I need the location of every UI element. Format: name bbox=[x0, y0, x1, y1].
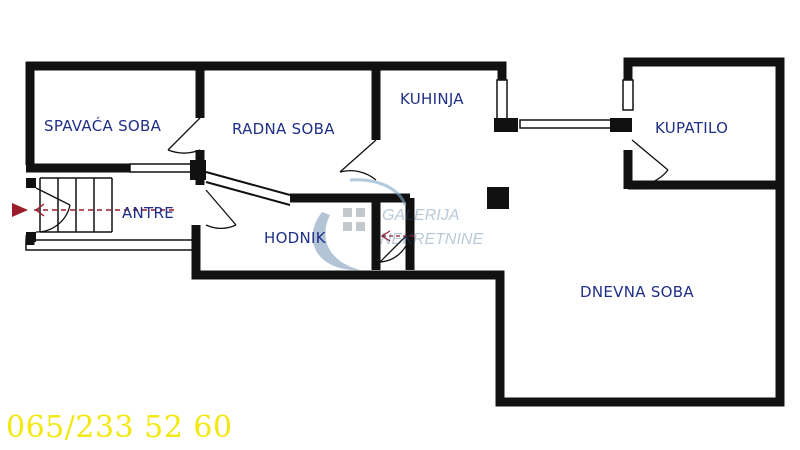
room-labels: SPAVAĆA SOBA RADNA SOBA KUHINJA KUPATILO… bbox=[44, 90, 728, 301]
doors bbox=[35, 117, 669, 263]
kupatilo-window bbox=[622, 79, 634, 111]
entry-arrow-head bbox=[12, 203, 28, 217]
bath-corner-block bbox=[610, 118, 632, 132]
label-kupatilo: KUPATILO bbox=[655, 119, 728, 137]
kitchen-window bbox=[496, 79, 508, 121]
phone-number: 065/233 52 60 bbox=[6, 410, 233, 445]
windows bbox=[25, 79, 634, 251]
bedroom-door-arc bbox=[167, 149, 201, 154]
hodnik-outer-wall bbox=[191, 185, 785, 407]
wall-blocks bbox=[26, 118, 632, 242]
label-antre: ANTRE bbox=[122, 204, 174, 222]
pass-window bbox=[519, 119, 616, 129]
label-spavaca-soba: SPAVAĆA SOBA bbox=[44, 116, 162, 135]
antre-door-jamb-bottom bbox=[26, 232, 36, 242]
label-kuhinja: KUHINJA bbox=[400, 90, 464, 108]
label-radna-soba: RADNA SOBA bbox=[232, 120, 335, 138]
stairs bbox=[39, 177, 113, 233]
antre-top-window bbox=[129, 163, 197, 173]
hodnik-junction-block bbox=[190, 160, 206, 180]
entry-arrow bbox=[12, 203, 415, 242]
antre-bottom-band bbox=[25, 239, 197, 251]
watermark: GALERIJA NEKRETNINE bbox=[312, 178, 483, 271]
label-hodnik: HODNIK bbox=[264, 229, 327, 247]
label-dnevna-soba: DNEVNA SOBA bbox=[580, 283, 694, 301]
watermark-swoosh bbox=[312, 212, 360, 271]
diagonal-wall bbox=[205, 171, 291, 206]
outer-wall-top bbox=[26, 61, 507, 80]
column bbox=[487, 187, 509, 209]
watermark-line2: NEKRETNINE bbox=[380, 231, 483, 248]
bedroom-door-leaf bbox=[167, 117, 201, 151]
kupatilo-wall bbox=[623, 57, 785, 190]
watermark-line1: GALERIJA bbox=[382, 207, 459, 224]
kitchen-corner-block bbox=[494, 118, 518, 132]
antre-door-jamb-top bbox=[26, 178, 36, 188]
